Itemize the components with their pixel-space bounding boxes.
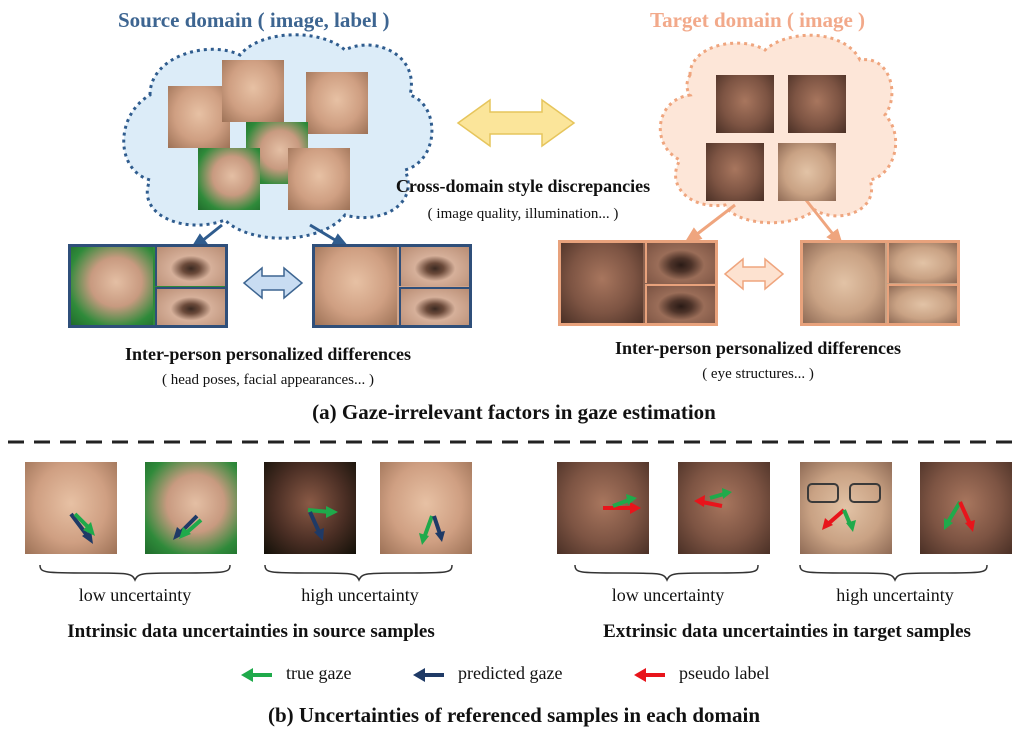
low-uncertainty-label-target: low uncertainty xyxy=(611,585,725,605)
source-face-photo xyxy=(168,86,230,148)
source-face-photo xyxy=(198,148,260,210)
target-uncertainty-caption: Extrinsic data uncertainties in target s… xyxy=(603,621,971,642)
legend-pseudo-label-arrow xyxy=(634,668,665,682)
target-sample-high-2 xyxy=(920,462,1012,554)
target-differences-sublabel: ( eye structures... ) xyxy=(702,366,814,382)
target-differences-label: Inter-person personalized differences xyxy=(615,338,901,358)
legend-predicted-gaze-arrow xyxy=(413,668,444,682)
gaze-arrows xyxy=(69,512,95,544)
source-differences-label: Inter-person personalized differences xyxy=(125,344,411,364)
target-sample-high-1 xyxy=(800,462,892,554)
high-uncertainty-label-source: high uncertainty xyxy=(301,585,419,605)
source-domain-title: Source domain ( image, label ) xyxy=(118,8,390,32)
source-differences-sublabel: ( head poses, facial appearances... ) xyxy=(162,372,374,388)
target-face-photo xyxy=(706,143,764,201)
cross-domain-label: Cross-domain style discrepancies xyxy=(395,176,651,196)
source-person-a xyxy=(68,244,228,328)
gaze-arrows xyxy=(807,483,881,532)
target-person-a xyxy=(558,240,718,326)
source-sample-high-2 xyxy=(380,462,472,554)
target-sample-low-1 xyxy=(557,462,649,554)
source-person-b xyxy=(312,244,472,328)
gaze-arrows xyxy=(603,494,641,514)
source-person-arrow xyxy=(242,266,304,300)
target-domain-title: Target domain ( image ) xyxy=(650,8,866,32)
cross-domain-arrow xyxy=(456,98,576,148)
caption-a: (a) Gaze-irrelevant factors in gaze esti… xyxy=(312,400,716,424)
gaze-arrows xyxy=(419,515,445,545)
gaze-arrows xyxy=(694,488,732,508)
legend-true-gaze-label: true gaze xyxy=(286,663,352,683)
low-uncertainty-label-source: low uncertainty xyxy=(78,585,192,605)
target-face-photo xyxy=(778,143,836,201)
target-sample-low-2 xyxy=(678,462,770,554)
legend-predicted-gaze-label: predicted gaze xyxy=(458,663,563,683)
gaze-arrows xyxy=(173,514,203,540)
target-face-photo xyxy=(788,75,846,133)
caption-b: (b) Uncertainties of referenced samples … xyxy=(267,703,761,727)
legend-pseudo-label-label: pseudo label xyxy=(679,663,770,683)
source-uncertainty-caption: Intrinsic data uncertainties in source s… xyxy=(67,621,435,642)
target-person-arrow xyxy=(723,257,785,291)
gaze-arrows xyxy=(944,500,975,532)
source-sample-low-1 xyxy=(25,462,117,554)
source-face-photo xyxy=(306,72,368,134)
cross-domain-sublabel: ( image quality, illumination... ) xyxy=(427,206,619,222)
high-uncertainty-label-target: high uncertainty xyxy=(836,585,954,605)
target-face-photo xyxy=(716,75,774,133)
gaze-arrows xyxy=(307,506,338,541)
braces xyxy=(39,564,988,582)
legend-true-gaze-arrow xyxy=(241,668,272,682)
source-face-photo xyxy=(222,60,284,122)
source-face-photo xyxy=(288,148,350,210)
target-person-b xyxy=(800,240,960,326)
source-sample-low-2 xyxy=(145,462,237,554)
source-sample-high-1 xyxy=(264,462,356,554)
